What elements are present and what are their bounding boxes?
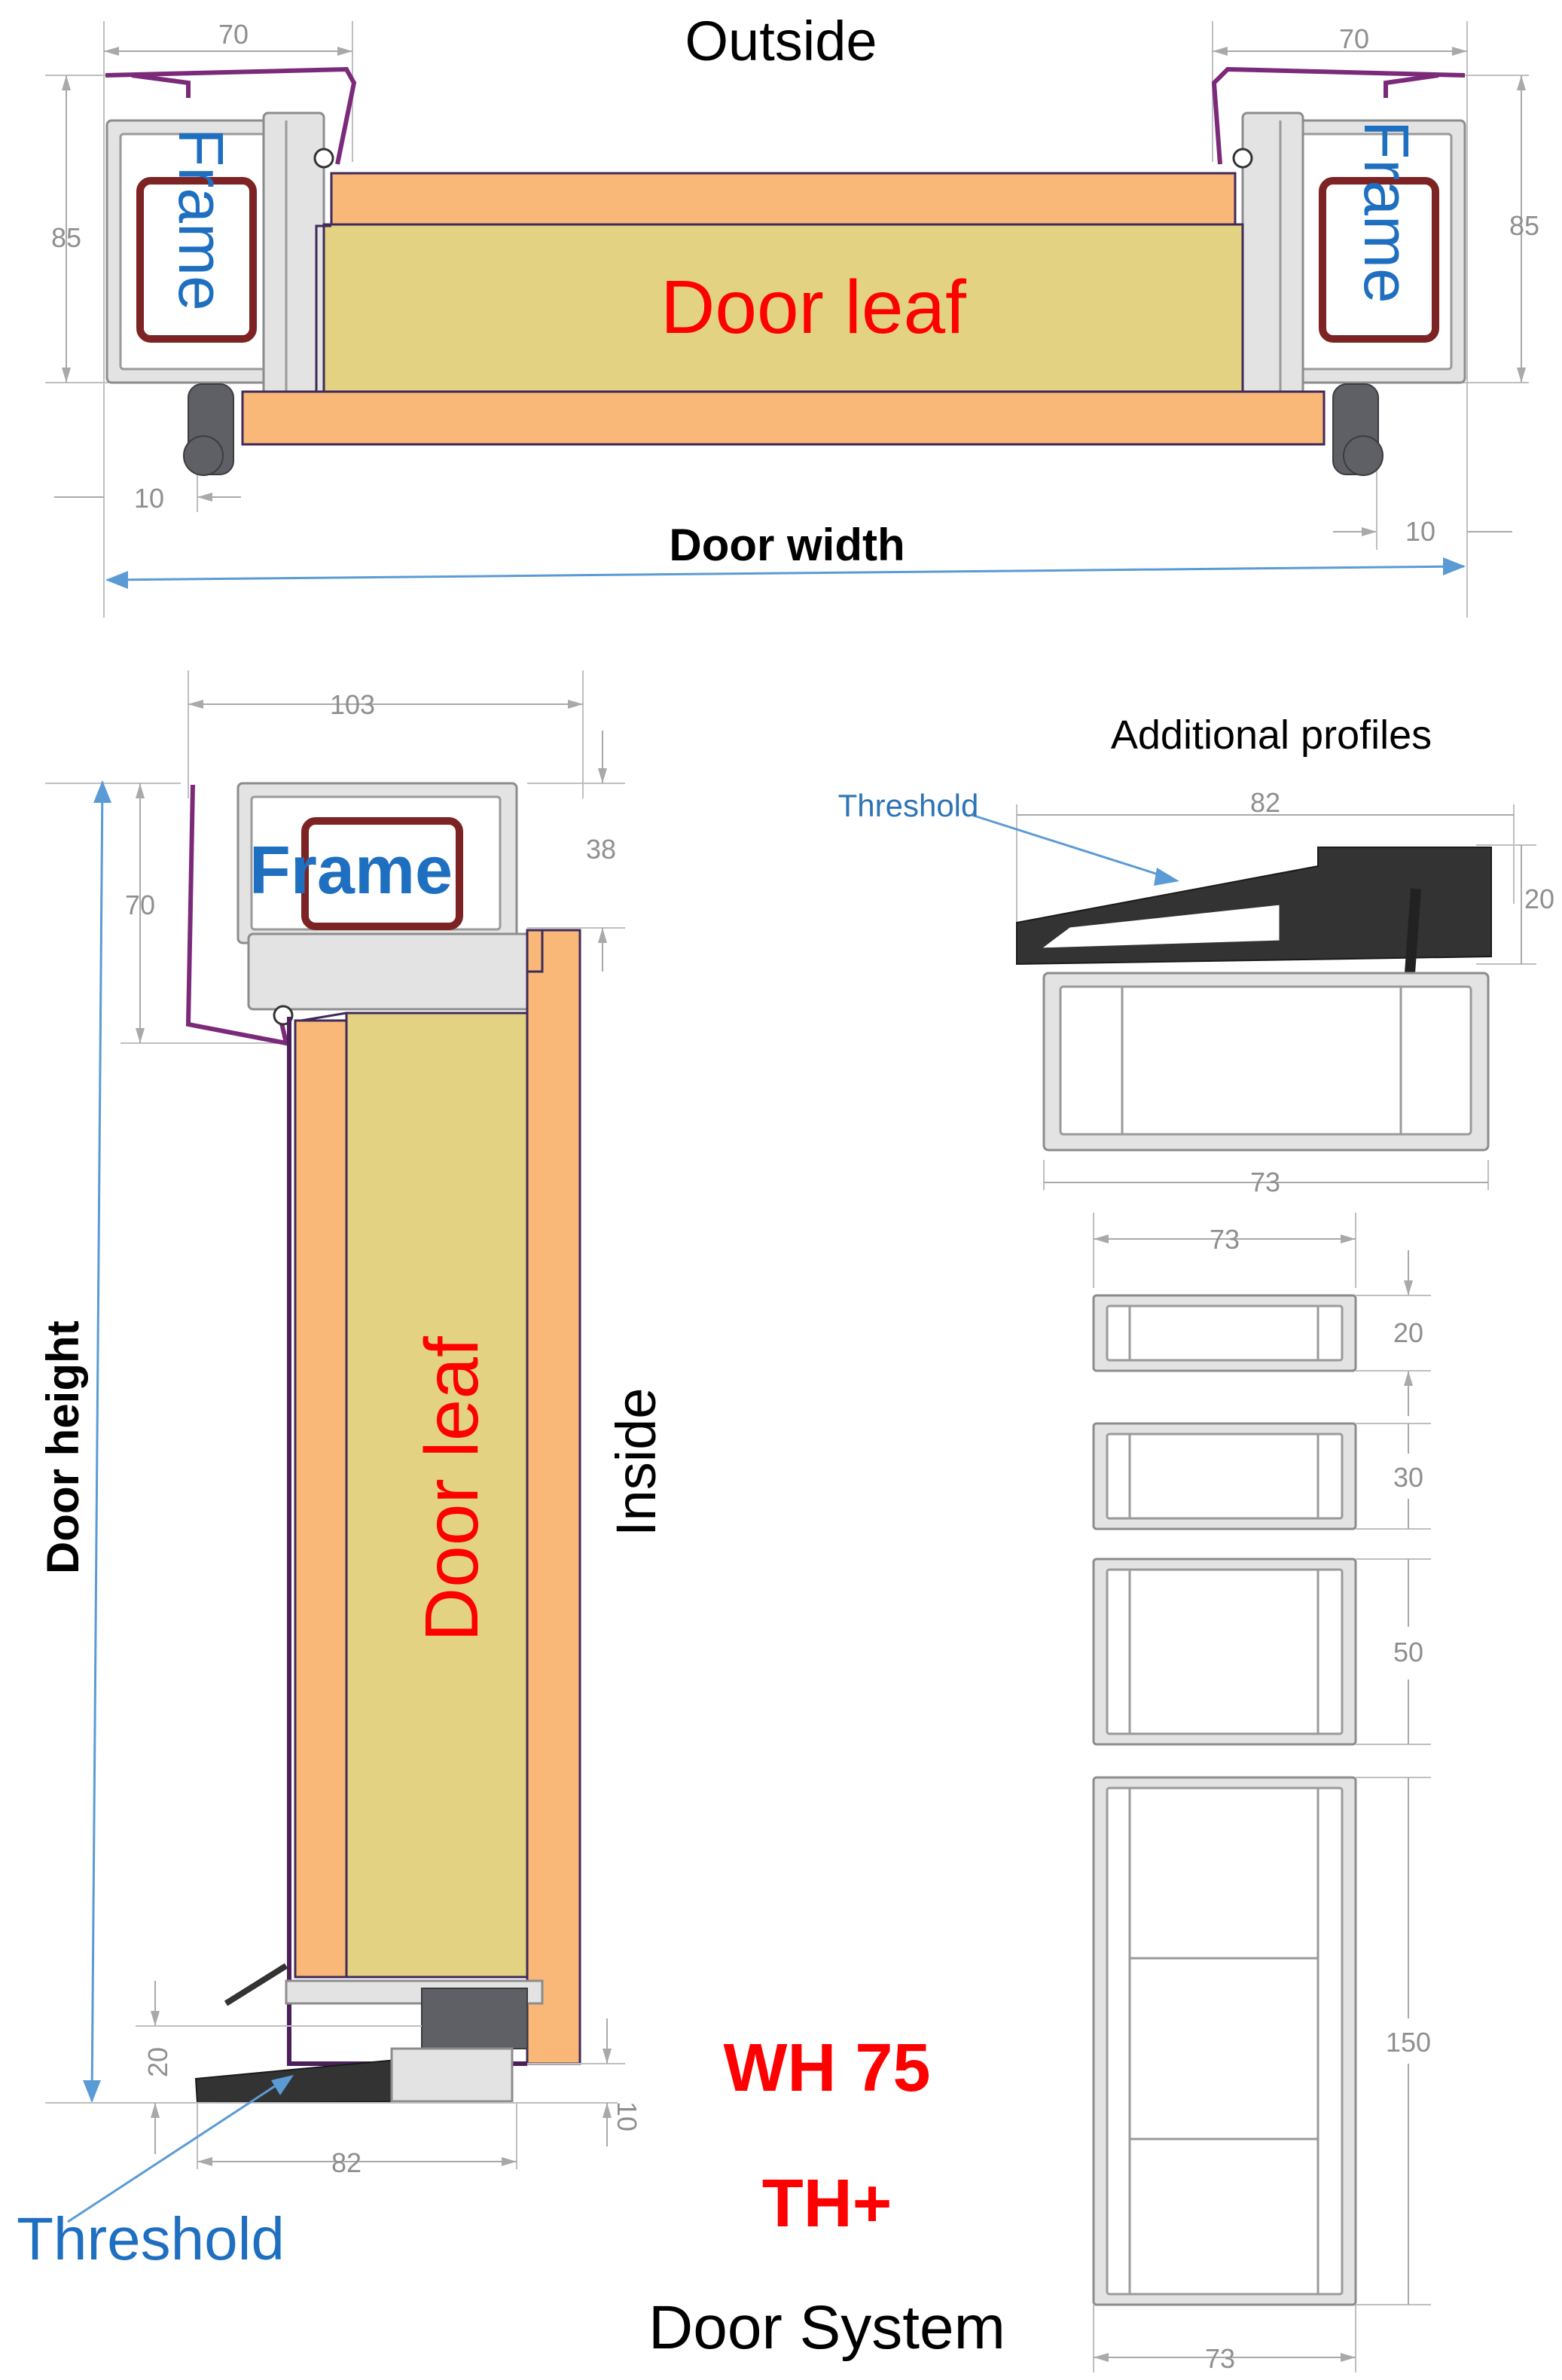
side-frame-profile [185, 782, 536, 1046]
dim-overlap-right: 10 [1405, 516, 1435, 547]
threshold-detail-width: 82 [1250, 787, 1280, 818]
side-frame-label: Frame [249, 833, 453, 908]
side-threshold-label: Threshold [17, 2205, 285, 2272]
dim-leaf-offset: 38 [586, 834, 616, 865]
side-door-leaf-label: Door leaf [410, 1336, 494, 1642]
inside-label: Inside [605, 1388, 667, 1536]
threshold-detail-height: 20 [1524, 883, 1554, 914]
right-frame-profile [1211, 66, 1466, 476]
product-variant: TH+ [762, 2166, 892, 2241]
addon-profile-50 [1092, 1558, 1357, 1746]
dim-frame-width-left: 70 [218, 19, 249, 50]
additional-threshold-label: Threshold [838, 788, 979, 823]
profile-1-width: 73 [1210, 1224, 1240, 1255]
door-width-label: Door width [669, 520, 905, 570]
dim-threshold-height: 20 [142, 2047, 173, 2077]
profile-4-height: 150 [1386, 2027, 1431, 2058]
door-width-arrow [106, 565, 1465, 581]
threshold-profile-detail [971, 813, 1492, 995]
profile-4-width: 73 [1205, 2343, 1235, 2374]
addon-profile-150 [1092, 1776, 1357, 2306]
left-frame-profile [105, 66, 357, 476]
profile-3-height: 50 [1393, 1637, 1423, 1668]
addon-profile-30 [1092, 1422, 1357, 1530]
dim-frame-width-right: 70 [1339, 23, 1369, 54]
dim-frame-height: 70 [125, 889, 155, 920]
addon-profile-20 [1092, 1294, 1357, 1372]
dim-frame-depth-right: 85 [1509, 210, 1539, 241]
profile-2-height: 30 [1393, 1462, 1423, 1493]
product-model: WH 75 [723, 2031, 930, 2106]
threshold-base-width: 73 [1250, 1167, 1280, 1198]
outside-label: Outside [685, 10, 877, 72]
dim-threshold-width: 82 [331, 2147, 362, 2178]
frame-label-left: Frame [166, 128, 236, 311]
side-section-view [45, 670, 625, 2223]
side-door-leaf [287, 929, 581, 2066]
dim-threshold-gap: 10 [612, 2101, 642, 2131]
dim-overlap-left: 10 [134, 483, 164, 514]
door-height-label: Door height [38, 1320, 88, 1574]
frame-label-right: Frame [1351, 121, 1422, 304]
dim-frame-depth-left: 85 [51, 222, 81, 253]
product-subtitle: Door System [648, 2293, 1005, 2362]
top-plan-view [45, 21, 1529, 618]
dim-top-width: 103 [330, 689, 375, 720]
profile-1-height: 20 [1393, 1317, 1423, 1348]
door-height-arrow [90, 781, 104, 2102]
top-door-leaf-label: Door leaf [660, 265, 966, 349]
top-door-leaf [241, 172, 1326, 446]
side-threshold-profile [194, 1963, 544, 2104]
additional-profiles [971, 804, 1536, 2372]
threshold-leader [67, 2077, 287, 2223]
additional-profiles-title: Additional profiles [1111, 712, 1432, 758]
